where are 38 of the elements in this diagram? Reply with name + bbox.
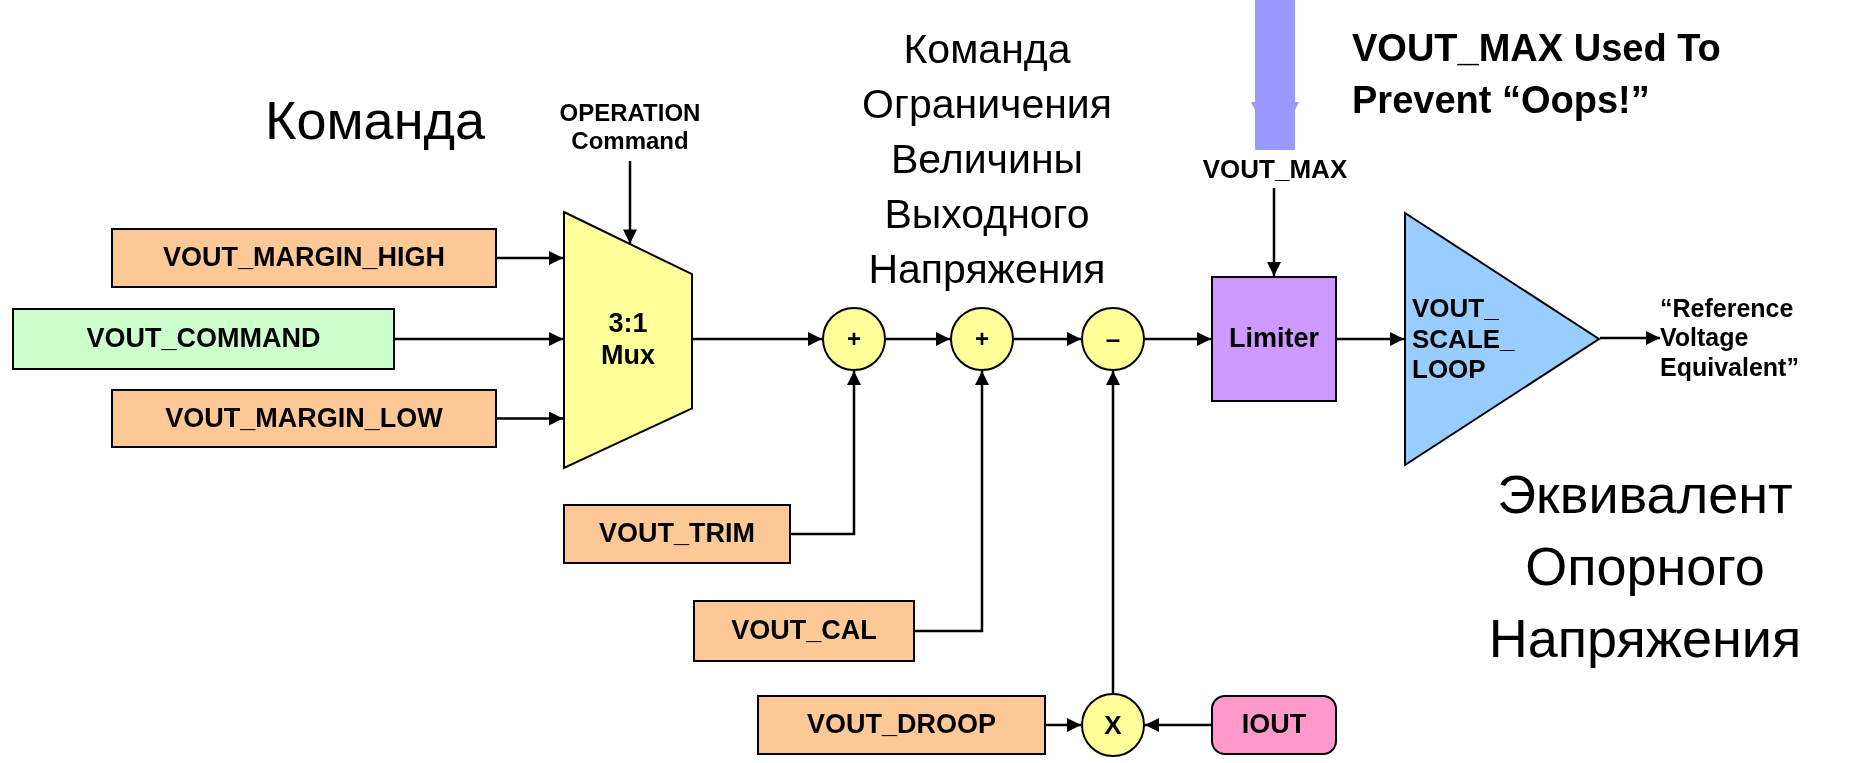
limiter-box: Limiter (1211, 276, 1337, 402)
signal-label: VOUT_MAX (1180, 150, 1370, 188)
block-arrow (1251, 0, 1299, 150)
arrow (1337, 332, 1404, 346)
register-box: VOUT_MARGIN_LOW (111, 389, 497, 448)
arrow (886, 332, 950, 346)
annotation-note: VOUT_MAX Used To Prevent “Oops!” (1352, 26, 1722, 123)
register-box: VOUT_TRIM (563, 504, 791, 564)
arrow (1267, 188, 1281, 276)
summing-junction: + (950, 307, 1014, 371)
arrow (623, 161, 637, 244)
section-heading: Эквивалент Опорного Напряжения (1487, 463, 1803, 670)
section-heading: Команда (264, 89, 486, 152)
register-box: VOUT_CAL (693, 600, 915, 662)
arrow (1145, 718, 1211, 732)
register-box: VOUT_DROOP (757, 695, 1046, 755)
amplifier-triangle: VOUT_ SCALE_ LOOP (1404, 212, 1600, 466)
section-heading: Команда Ограничения Величины Выходного Напряжения (861, 25, 1113, 294)
arrow (497, 251, 563, 265)
arrow (915, 371, 989, 633)
arrow (497, 411, 563, 426)
arrow (395, 332, 563, 346)
arrow (1106, 371, 1120, 693)
arrow (1600, 331, 1660, 345)
register-box: VOUT_COMMAND (12, 308, 395, 370)
arrow (1014, 332, 1081, 346)
register-box: VOUT_MARGIN_HIGH (111, 228, 497, 288)
summing-junction: – (1081, 307, 1145, 371)
arrow (791, 371, 861, 536)
arrow (1145, 332, 1211, 346)
summing-junction: + (822, 307, 886, 371)
arrow (1046, 718, 1081, 732)
arrow (693, 332, 822, 346)
signal-label: OPERATION Command (525, 93, 735, 161)
output-label: “Reference Voltage Equivalent” (1660, 282, 1860, 394)
register-box: IOUT (1211, 695, 1337, 755)
multiplier-junction: X (1081, 693, 1145, 757)
multiplexer-shape: 3:1 Mux (563, 211, 693, 469)
